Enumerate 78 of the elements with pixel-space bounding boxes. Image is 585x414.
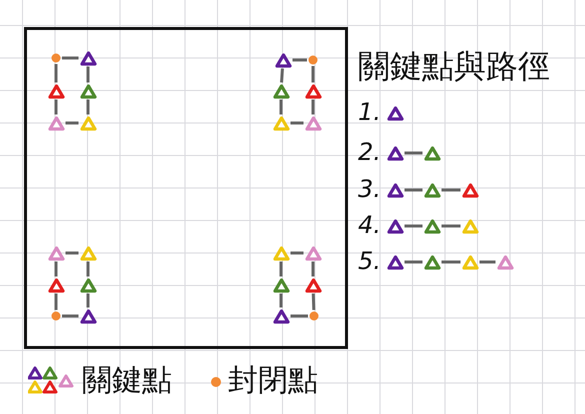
triangle-marker <box>48 246 64 260</box>
connector-line <box>280 262 282 276</box>
triangle-marker <box>304 278 322 292</box>
triangle-marker <box>386 218 404 234</box>
triangle-marker <box>274 52 292 68</box>
connector-line <box>442 224 460 228</box>
triangle-marker <box>462 254 478 270</box>
row-number: 1. <box>358 100 381 124</box>
connector-line <box>312 100 314 114</box>
triangle-marker <box>424 182 440 198</box>
legend-label: 封閉點 <box>228 366 318 396</box>
triangle-marker <box>48 84 64 98</box>
connector-line <box>54 64 58 82</box>
triangle-marker <box>272 278 290 292</box>
triangle-marker <box>272 246 290 260</box>
triangle-marker <box>462 218 478 234</box>
title: 關鍵點與路徑 <box>358 50 550 82</box>
connector-line <box>54 100 58 114</box>
triangle-marker <box>386 182 404 198</box>
row-number: 3. <box>358 177 381 201</box>
triangle-marker <box>80 116 96 130</box>
triangle-marker <box>304 84 322 98</box>
connector-line <box>280 294 282 308</box>
dot-marker <box>51 53 61 63</box>
connector-line <box>86 294 90 308</box>
connector-line <box>312 66 314 82</box>
triangle-marker <box>496 254 514 270</box>
row-number: 5. <box>358 249 381 273</box>
triangle-marker <box>48 116 64 130</box>
triangle-marker <box>80 50 96 66</box>
connector-line <box>62 56 78 60</box>
connector-line <box>290 314 308 318</box>
connector-line <box>54 262 58 276</box>
triangle-marker <box>462 182 478 198</box>
connector-line <box>290 122 304 124</box>
connector-line <box>404 152 422 154</box>
connector-line <box>66 122 78 124</box>
row-number: 4. <box>358 213 381 237</box>
connector-line <box>86 66 90 82</box>
connector-line <box>86 100 90 114</box>
connector-line <box>480 260 496 264</box>
connector-line <box>292 58 307 62</box>
connector-line <box>312 262 314 276</box>
connector-line <box>62 314 78 318</box>
triangle-marker <box>424 218 440 234</box>
triangle-marker <box>386 106 404 120</box>
triangle-marker <box>386 146 404 160</box>
triangle-marker <box>424 254 440 270</box>
triangle-marker <box>48 278 64 292</box>
connector-line <box>312 293 316 310</box>
row-number: 2. <box>358 140 381 164</box>
connector-line <box>404 260 422 264</box>
triangle-marker <box>386 254 404 270</box>
triangle-marker <box>272 308 290 324</box>
triangle-marker <box>304 246 322 260</box>
connector-line <box>290 252 304 254</box>
connector-line <box>280 68 284 83</box>
dot-marker <box>51 311 61 321</box>
triangle-marker <box>80 308 96 324</box>
dot-marker <box>308 55 318 65</box>
triangle-marker <box>424 146 440 160</box>
connector-line <box>404 224 422 228</box>
connector-line <box>54 294 58 310</box>
connector-line <box>404 188 422 192</box>
connector-line <box>66 252 78 254</box>
legend-label: 關鍵點 <box>82 366 172 396</box>
triangle-marker <box>80 278 96 292</box>
triangle-marker <box>80 246 96 260</box>
connector-line <box>280 100 282 114</box>
frame-box <box>24 27 348 349</box>
triangle-marker <box>272 84 290 98</box>
dot-marker <box>309 311 319 321</box>
connector-line <box>86 262 90 276</box>
connector-line <box>442 188 460 192</box>
triangle-marker <box>272 116 290 130</box>
triangle-marker <box>304 116 322 130</box>
triangle-marker <box>80 84 96 98</box>
connector-line <box>442 260 460 264</box>
